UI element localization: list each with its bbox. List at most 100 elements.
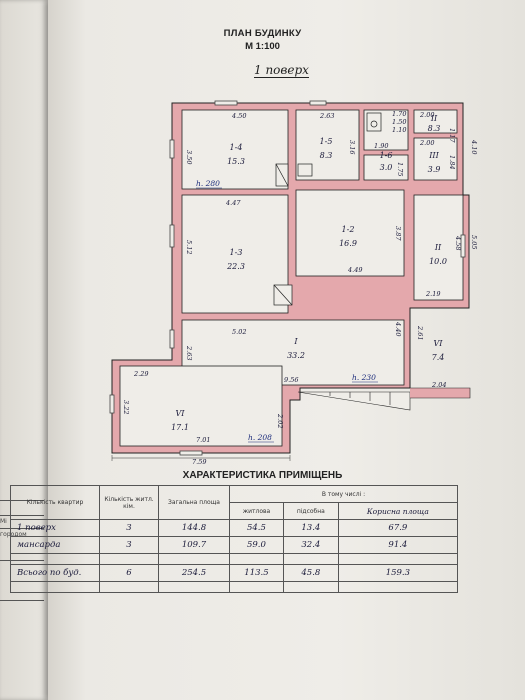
room-area: 7.4 (432, 353, 445, 362)
cell-useful: 67.9 (337, 519, 459, 537)
header-apartments: Кількість квартир (10, 485, 100, 520)
fixtures (273, 112, 382, 306)
dimension: 4.47 (225, 199, 241, 207)
header-rooms: Кількість житл. кім. (99, 485, 159, 520)
dimension: 1.90 (374, 142, 388, 150)
table-row (10, 581, 459, 593)
cell-aux: 32.4 (282, 536, 339, 554)
cell-living: 59.0 (229, 536, 284, 554)
room-id: VI (176, 409, 186, 418)
cell-aux: 45.8 (282, 564, 339, 582)
room-id: 1-4 (230, 143, 243, 152)
cell-living: 54.5 (229, 519, 284, 537)
room-id: II (430, 114, 438, 123)
cell-useful: 91.4 (337, 536, 459, 554)
room-area: 10.0 (429, 257, 447, 266)
dimension: 2.02 (276, 413, 284, 428)
floor-label: 1 поверх (254, 63, 309, 78)
room-id: I (293, 337, 298, 346)
dimension: 3.22 (122, 400, 130, 414)
dimension: 5.02 (232, 328, 246, 336)
ceiling-height: h. 230 (352, 373, 376, 382)
dimension: 2.29 (133, 370, 148, 378)
adjacent-page-rule (0, 600, 44, 603)
room-area: 8.3 (428, 124, 441, 133)
room-area: 8.3 (320, 151, 333, 160)
cell-aux: 13.4 (282, 519, 339, 537)
room-area: 22.3 (226, 262, 245, 271)
dimension: 9.56 (284, 376, 298, 384)
room-id: II (434, 243, 442, 252)
room-area: 3.9 (428, 165, 441, 174)
dimension: 1.50 (392, 118, 406, 126)
dimension: 2.19 (425, 290, 440, 298)
dimension-labels: 4.50 2.63 1.70 1.50 1.10 1.90 2.00 2.00 … (122, 110, 478, 466)
dimension: 1.70 (392, 110, 406, 118)
room-area: 15.3 (227, 157, 245, 166)
dimension: 3.50 (185, 150, 193, 164)
room-id: VI (434, 339, 444, 348)
room-id: 1-6 (380, 151, 393, 160)
characteristics-title: ХАРАКТЕРИСТИКА ПРИМІЩЕНЬ (182, 470, 343, 481)
cell-rooms: 3 (99, 536, 159, 554)
dimension: 5.05 (470, 235, 478, 249)
dimension: 1.17 (448, 128, 456, 143)
room-labels: 1-4 15.3 1-5 8.3 1-6 3.0 II 8.3 III 3.9 … (171, 114, 447, 432)
row-label: 1 поверх (10, 519, 100, 537)
dimension: 1.84 (448, 155, 456, 169)
dimension: 2.61 (416, 325, 424, 340)
dimension: 2.04 (431, 381, 446, 389)
row-label: мансарда (10, 536, 100, 554)
cell-total: 254.5 (158, 564, 230, 582)
header-useful-area: Корисна площа (337, 502, 459, 520)
characteristics-table: Кількість квартир Кількість житл. кім. З… (10, 485, 459, 593)
dimension: 4.10 (470, 139, 478, 154)
height-labels: h. 280 h. 230 h. 208 (196, 179, 376, 442)
table-row (10, 553, 459, 565)
document-scale: М 1:100 (245, 41, 280, 52)
room-id: III (428, 151, 439, 160)
cell-rooms: 6 (99, 564, 159, 582)
document-title: ПЛАН БУДИНКУ (223, 28, 302, 39)
stairs (297, 387, 471, 411)
dimension: 7.01 (196, 436, 210, 444)
dimension: 2.63 (185, 345, 193, 360)
dimension: 2.00 (419, 111, 434, 119)
dimension: 3.16 (348, 140, 356, 154)
table-row: 1 поверх 3 144.8 54.5 13.4 67.9 (10, 519, 459, 537)
height-underlines (196, 187, 378, 443)
row-label: Всього по буд. (10, 564, 100, 582)
table-row-total: Всього по буд. 6 254.5 113.5 45.8 159.3 (10, 564, 459, 582)
dimension: 2.63 (319, 112, 334, 120)
cell-useful: 159.3 (337, 564, 459, 582)
windows (109, 100, 466, 456)
dimension-lines (111, 455, 291, 461)
room-area: 3.0 (380, 163, 393, 172)
header-auxiliary: підсобна (282, 502, 339, 520)
dimension: 4.49 (347, 266, 362, 274)
dimension: 4.50 (231, 112, 246, 120)
dimension: 4.58 (454, 235, 462, 250)
header-group: В тому числі : (229, 485, 458, 503)
ceiling-height: h. 208 (248, 433, 272, 442)
cell-total: 109.7 (158, 536, 230, 554)
dimension: 5.12 (185, 240, 193, 254)
room-area: 17.1 (171, 423, 189, 432)
room-area: 16.9 (339, 239, 357, 248)
header-living: житлова (229, 502, 284, 520)
cell-total: 144.8 (158, 519, 230, 537)
room-id: 1-3 (230, 248, 243, 257)
table-row: мансарда 3 109.7 59.0 32.4 91.4 (10, 536, 459, 554)
dimension: 4.40 (394, 321, 402, 336)
dimension: 1.75 (396, 162, 404, 176)
cell-rooms: 3 (99, 519, 159, 537)
cell-living: 113.5 (229, 564, 284, 582)
room-area: 33.2 (287, 351, 305, 360)
header-total-area: Загальна площа (158, 485, 230, 520)
floor-plan: 1-4 15.3 1-5 8.3 1-6 3.0 II 8.3 III 3.9 … (109, 100, 478, 466)
dimension: 1.10 (392, 126, 406, 134)
room-id: 1-5 (320, 137, 333, 146)
dimension: 2.00 (419, 139, 434, 147)
room-id: 1-2 (342, 225, 355, 234)
dimension: 3.87 (394, 226, 402, 241)
